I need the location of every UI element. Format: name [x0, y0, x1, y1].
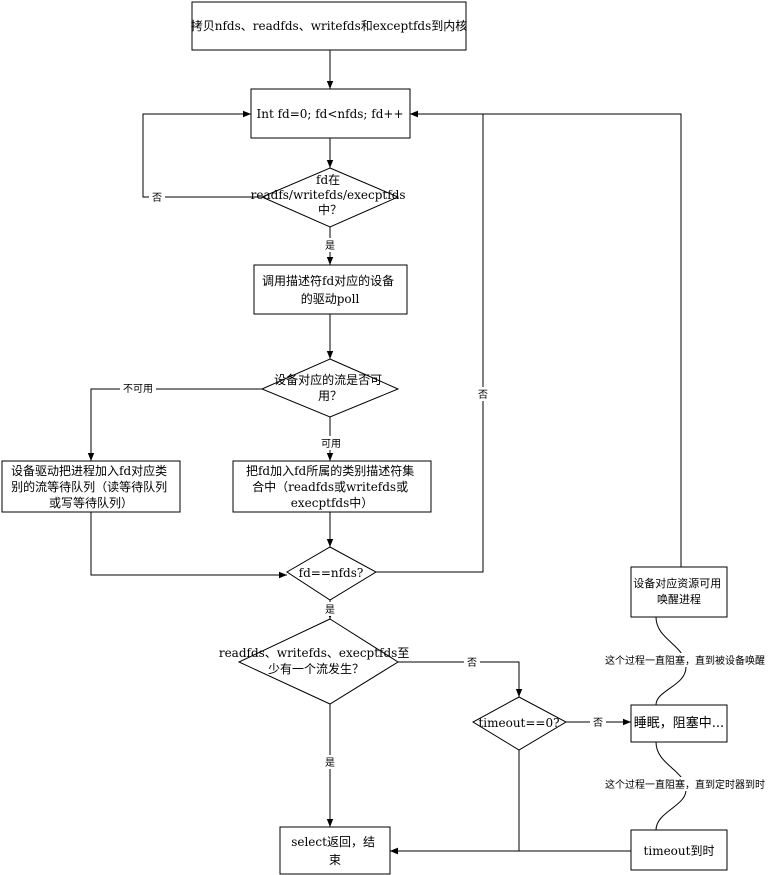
- edge-label-yes-poll: 是: [325, 240, 335, 252]
- annotation-blocked-until-timer: 这个过程一直阻塞，直到定时器到时: [605, 778, 765, 791]
- node-add-to-wait-queue-label: 设备驱动把进程加入fd对应类 别的流等待队列（读等待队列 或写等待队列）: [11, 463, 171, 510]
- node-fd-in-sets-label: fd在 readfs/writefds/execptfds 中？: [251, 173, 410, 217]
- annotation-blocked-until-device: 这个过程一直阻塞，直到被设备唤醒: [605, 654, 765, 667]
- edge-label-yes-return: 是: [325, 757, 335, 769]
- node-sleep-blocked-label: 睡眠，阻塞中...: [634, 715, 724, 731]
- edge-wait-to-check: [90, 512, 287, 579]
- node-fd-equals-nfds-label: fd==nfds?: [299, 566, 364, 580]
- edge-label-yes-check: 是: [325, 604, 335, 616]
- node-loop-init: [250, 88, 411, 139]
- edge-label-no-timeout: 否: [467, 657, 477, 669]
- node-device-wakeup-label: 设备对应资源可用 唤醒进程: [633, 576, 725, 606]
- node-timeout-reached-label: timeout到时: [644, 844, 715, 858]
- node-call-poll-label: 调用描述符fd对应的设备 的驱动poll: [262, 273, 398, 306]
- node-timeout-zero: [471, 696, 568, 751]
- node-add-to-wait-queue: [1, 460, 181, 513]
- node-copy-to-kernel: [191, 1, 467, 51]
- edge-stream-no-timeout: [398, 661, 523, 697]
- node-fd-equals-nfds: [286, 546, 378, 601]
- node-select-return: [279, 826, 391, 875]
- node-call-poll: [253, 264, 408, 315]
- edge-label-no-loop: 否: [152, 192, 162, 204]
- node-stream-available-label: 设备对应的流是否可 用？: [274, 372, 386, 403]
- edge-timeout-yes-return: [390, 750, 520, 855]
- node-add-fd-to-set-label: 把fd加入fd所属的类别描述符集 合中（readfds或writefds或 ex…: [246, 463, 418, 510]
- node-loop-init-label: Int fd=0; fd<nfds; fd++: [256, 107, 403, 121]
- edge-stream-unavailable: [87, 388, 262, 461]
- edge-label-available: 可用: [321, 439, 341, 450]
- node-device-wakeup: [630, 566, 728, 618]
- node-stream-available: [260, 358, 400, 418]
- edge-label-no-sleep: 否: [593, 717, 603, 729]
- node-timeout-zero-label: timeout==0?: [478, 716, 559, 730]
- node-select-return-label: select返回，结 束: [291, 835, 379, 867]
- edge-wakeup-to-loop: [410, 110, 682, 567]
- edge-check-no-loop: [142, 110, 262, 198]
- edge-label-unavailable: 不可用: [123, 384, 153, 395]
- node-copy-to-kernel-label: 拷贝nfds、readfds、writefds和exceptfds到内核: [191, 18, 468, 33]
- node-fd-in-sets: [260, 167, 400, 228]
- node-any-stream-occurred-label: readfds、writefds、execptfds至 少有一个流发生？: [219, 646, 413, 676]
- node-sleep-blocked: [630, 704, 728, 743]
- node-timeout-reached: [630, 829, 728, 871]
- node-add-fd-to-set: [232, 460, 432, 513]
- edge-label-no-back: 否: [478, 389, 488, 401]
- node-any-stream-occurred: [237, 618, 399, 705]
